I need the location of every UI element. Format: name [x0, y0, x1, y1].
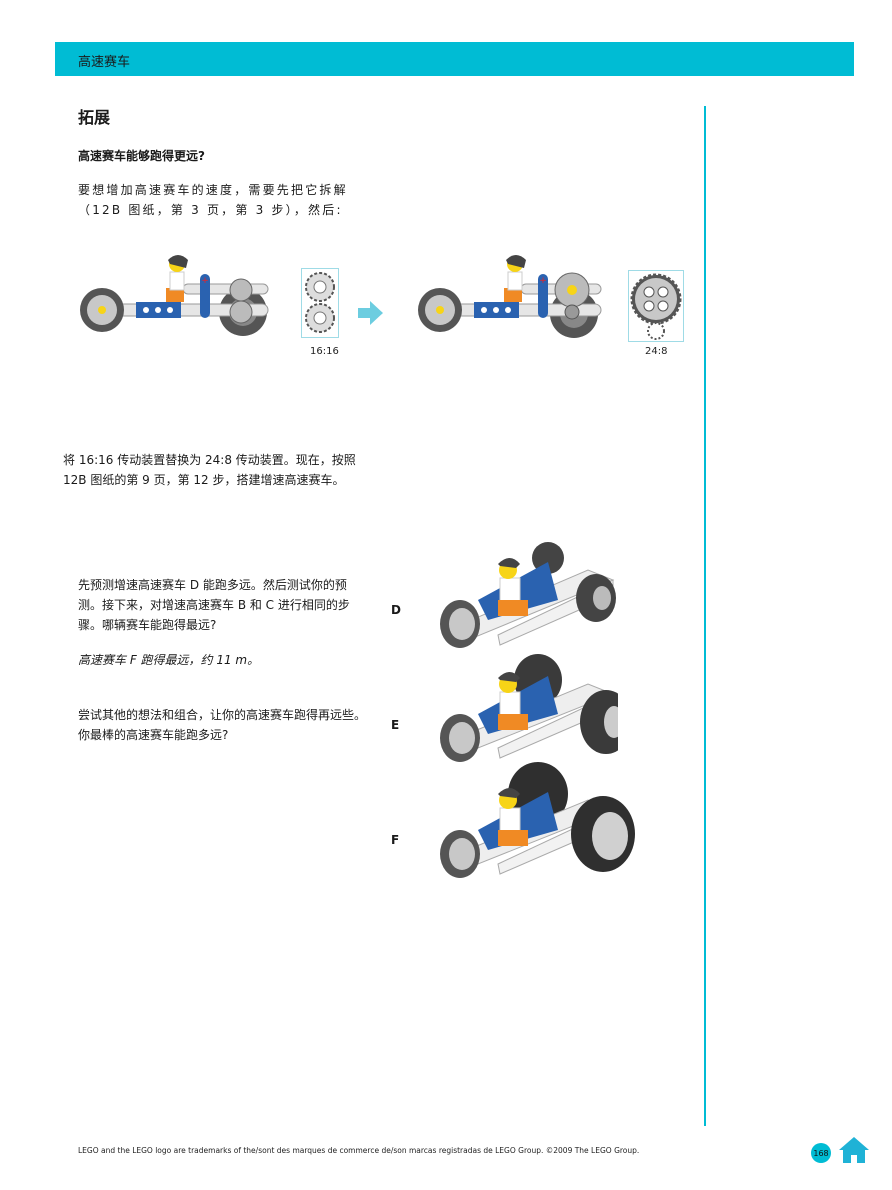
car-f-illustration [438, 762, 638, 882]
page-number-badge: 168 [811, 1143, 831, 1163]
home-icon[interactable] [838, 1136, 870, 1164]
svg-text:+: + [539, 276, 547, 286]
gear-24-8-diagram [628, 270, 684, 342]
car-e-illustration [438, 652, 618, 764]
header-bar [55, 42, 854, 76]
car-label-f: F [391, 833, 400, 847]
arrow-right-icon [358, 300, 384, 326]
intro-paragraph: 要想增加高速赛车的速度，需要先把它拆解（12B 图纸，第 3 页，第 3 步），… [78, 183, 348, 217]
car-after-illustration: + [416, 252, 606, 342]
ratio-before-label: 16:16 [310, 346, 339, 357]
car-label-d: D [391, 603, 401, 617]
column-divider [704, 106, 706, 1126]
gear-16-16-diagram [301, 268, 339, 338]
header-title: 高速赛车 [78, 55, 131, 70]
section-question: 高速赛车能够跑得更远? [78, 149, 205, 163]
car-label-e: E [391, 718, 400, 732]
footer-legal: LEGO and the LEGO logo are trademarks of… [78, 1146, 640, 1155]
try-instruction: 尝试其他的想法和组合，让你的高速赛车跑得再远些。你最棒的高速赛车能跑多远? [78, 708, 367, 742]
ratio-after-label: 24:8 [645, 346, 668, 357]
answer-text: 高速赛车 F 跑得最远，约 11 m。 [78, 653, 260, 667]
replace-instruction: 将 16:16 传动装置替换为 24:8 传动装置。现在，按照 12B 图纸的第… [63, 453, 356, 487]
svg-text:+: + [201, 276, 209, 286]
section-title: 拓展 [78, 108, 111, 127]
car-before-illustration: + [78, 252, 273, 342]
predict-instruction: 先预测增速高速赛车 D 能跑多远。然后测试你的预测。接下来，对增速高速赛车 B … [78, 578, 350, 632]
car-d-illustration [438, 540, 618, 650]
